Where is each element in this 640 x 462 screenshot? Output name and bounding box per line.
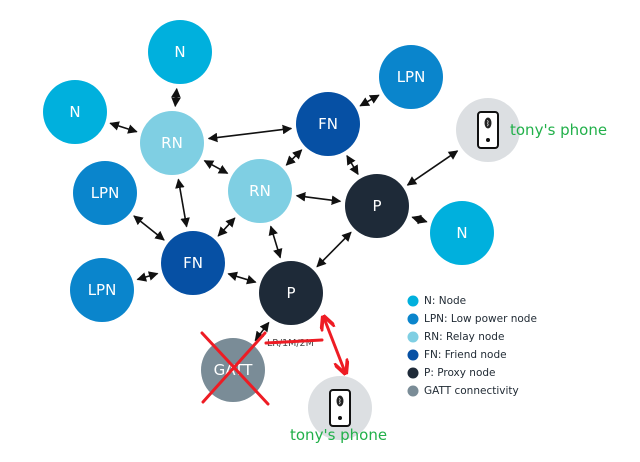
legend-label: RN: Relay node [424,331,504,343]
node-p: P [345,174,409,238]
node-label: P [372,197,381,215]
node-label: LPN [88,281,117,299]
node-label: FN [318,115,338,133]
legend-label: P: Proxy node [424,367,496,379]
phones-layer: ᛒ tony's phone ᛒ tony's phone [290,98,607,444]
node-circle [140,111,204,175]
legend-item: RN: Relay node [407,331,504,343]
node-label: N [69,103,80,121]
node-circle [345,174,409,238]
bluetooth-icon [336,395,344,407]
edge-rn1-fn1 [207,124,293,143]
smartphone-icon [329,389,351,427]
node-label: N [456,224,467,242]
edge-rn2-fn2 [217,217,236,237]
node-circle [228,159,292,223]
node-label: RN [161,134,183,152]
edge-n2-rn1 [109,121,138,134]
edge-p1-phone_top [406,150,459,186]
node-lpn: LPN [70,258,134,322]
strikethrough-line [264,338,324,345]
legend-item: FN: Friend node [407,349,507,361]
edge-lpn1-fn1 [359,94,380,107]
legend-swatch [407,331,419,343]
edge-rn2-p2 [268,225,283,259]
phone-bottom: ᛒ tony's phone [290,376,387,444]
edge-lpn3-fn2 [136,271,159,282]
node-fn: FN [296,92,360,156]
legend-label: FN: Friend node [424,349,507,361]
legend-item: N: Node [407,295,466,307]
bluetooth-glyph: ᛒ [486,120,490,128]
node-n: N [148,20,212,84]
legend-swatch [407,385,419,397]
bluetooth-icon [484,117,492,129]
node-rn: RN [228,159,292,223]
edge-rn2-p1 [295,192,342,205]
legend-item: GATT connectivity [407,385,519,397]
node-fn: FN [161,231,225,295]
node-n: N [430,201,494,265]
phone-label: tony's phone [290,426,387,444]
home-button-icon [338,416,342,420]
node-label: N [174,43,185,61]
node-circle [73,161,137,225]
legend-swatch [407,295,419,307]
node-circle [43,80,107,144]
node-circle [259,261,323,325]
edge-fn1-p1 [346,154,359,176]
legend-label: N: Node [424,295,466,307]
edge-fn2-p2 [227,271,257,285]
edge-p2-gatt [254,321,270,342]
legend-swatch [407,313,419,325]
edge-p1-p2 [316,231,352,268]
node-label: RN [249,182,271,200]
legend-item: LPN: Low power node [407,313,537,325]
node-circle [70,258,134,322]
edge-n1-rn1 [171,87,181,108]
legend-label: GATT connectivity [424,385,519,397]
edges-layer [109,87,459,342]
node-circle [161,231,225,295]
node-circle [430,201,494,265]
legend-swatch [407,349,419,361]
red-link-arrow [324,318,345,372]
node-circle [296,92,360,156]
edge-p1-n3 [411,214,428,225]
node-circle [379,45,443,109]
smartphone-icon [477,111,499,149]
node-circle [148,20,212,84]
phone-label: tony's phone [510,121,607,139]
legend-swatch [407,367,419,379]
node-label: LPN [397,68,426,86]
edge-fn1-rn2 [285,149,303,166]
node-rn: RN [140,111,204,175]
edge-rn1-rn2 [203,160,229,174]
legend-item: P: Proxy node [407,367,496,379]
home-button-icon [486,138,490,142]
node-p: P [259,261,323,325]
node-label: LPN [91,184,120,202]
node-lpn: LPN [379,45,443,109]
annotations-layer: LR/1M/2M [200,318,345,406]
legend-label: LPN: Low power node [424,313,537,325]
node-n: N [43,80,107,144]
bandwidth-label: LR/1M/2M [267,338,314,349]
bluetooth-glyph: ᛒ [338,398,342,406]
edge-rn1-fn2 [175,178,190,228]
node-label: FN [183,254,203,272]
node-label: P [286,284,295,302]
edge-lpn2-fn2 [133,215,165,241]
cross-out-line-2 [201,331,267,404]
node-lpn: LPN [73,161,137,225]
phone-top: ᛒ tony's phone [456,98,607,162]
